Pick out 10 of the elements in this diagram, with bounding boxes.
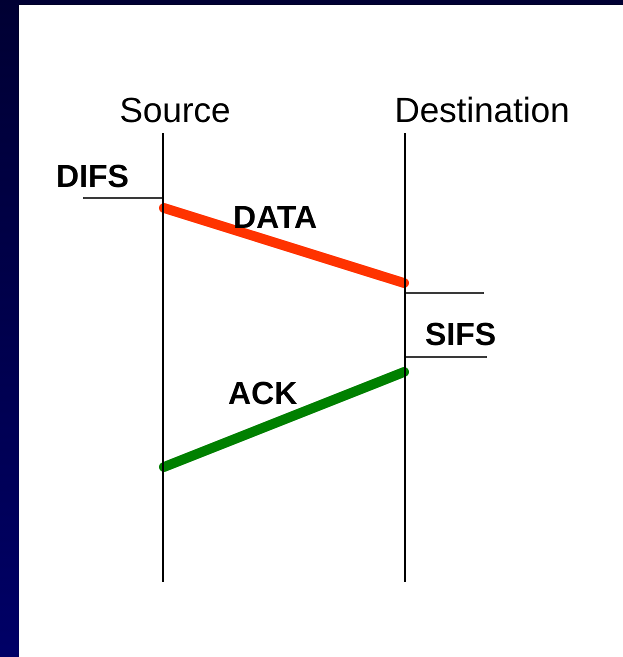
message-label: ACK [228,377,298,409]
lifeline [162,133,164,582]
message-label: DATA [233,201,318,233]
message-line [159,367,409,472]
interval-label: SIFS [425,318,496,350]
lifeline [404,133,406,582]
interval-label: DIFS [56,160,129,192]
lifeline-heading: Destination [394,93,570,128]
message-line [159,203,409,288]
lifeline-heading: Source [120,93,230,128]
